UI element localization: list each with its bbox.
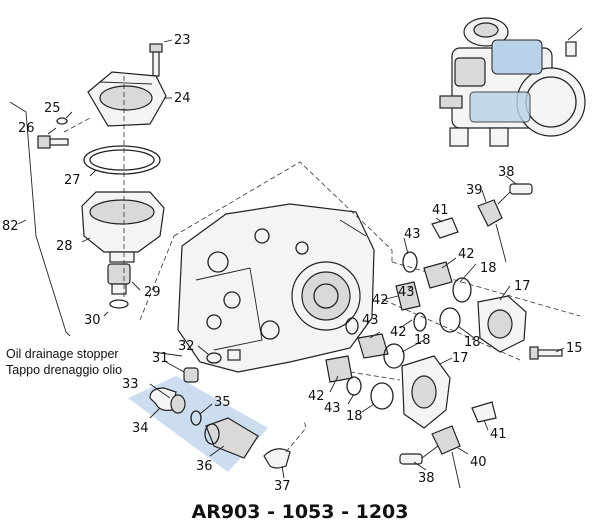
part-label-25: 25 [44, 101, 61, 116]
part-label-30: 30 [84, 313, 101, 328]
part-label-38-upper: 38 [498, 165, 515, 180]
part-label-42-bottom: 42 [308, 389, 325, 404]
part-label-43-top: 43 [404, 227, 421, 242]
model-title: AR903 - 1053 - 1203 [192, 501, 409, 523]
part-label-24: 24 [174, 91, 191, 106]
part-label-31: 31 [152, 351, 169, 366]
part-label-18-mid: 18 [464, 335, 481, 350]
part-number-labels: 23 24 25 26 27 28 29 30 82 31 32 33 34 3… [2, 33, 583, 494]
drainage-note-english: Oil drainage stopper [6, 347, 119, 361]
leader-lines [17, 39, 565, 479]
part-label-37: 37 [274, 479, 291, 494]
part-label-43-left: 43 [362, 313, 379, 328]
part-label-38-lower: 38 [418, 471, 435, 486]
part-label-15: 15 [566, 341, 583, 356]
part-label-23: 23 [174, 33, 191, 48]
part-label-32: 32 [178, 339, 195, 354]
part-label-36: 36 [196, 459, 213, 474]
part-label-26: 26 [18, 121, 35, 136]
accumulator-stack [9, 43, 167, 337]
part-label-42-mid2: 42 [390, 325, 407, 340]
part-label-41-upper: 41 [432, 203, 449, 218]
part-label-27: 27 [64, 173, 81, 188]
part-label-18-bottom: 18 [346, 409, 363, 424]
part-label-29: 29 [144, 285, 161, 300]
part-label-17-upper: 17 [514, 279, 531, 294]
part-label-43-mid: 43 [398, 285, 415, 300]
part-label-18-lower: 18 [414, 333, 431, 348]
part-label-41-lower: 41 [490, 427, 507, 442]
part-label-35: 35 [214, 395, 231, 410]
part-label-28: 28 [56, 239, 73, 254]
pump-housing [139, 161, 581, 381]
part-label-43-bottom: 43 [324, 401, 341, 416]
part-label-42-mid: 42 [372, 293, 389, 308]
oil-drainage-parts [149, 349, 307, 469]
part-label-17-lower: 17 [452, 351, 469, 366]
valve-cluster-lower [325, 317, 497, 489]
drainage-note-italian: Tappo drenaggio olio [6, 363, 122, 377]
part-label-34: 34 [132, 421, 149, 436]
valve-cluster-upper [395, 183, 563, 360]
part-label-82: 82 [2, 219, 19, 234]
part-label-42-top: 42 [458, 247, 475, 262]
part-label-33: 33 [122, 377, 139, 392]
part-label-18-top: 18 [480, 261, 497, 276]
part-label-39: 39 [466, 183, 483, 198]
assembled-pump-thumbnail [439, 17, 586, 147]
part-label-40: 40 [470, 455, 487, 470]
